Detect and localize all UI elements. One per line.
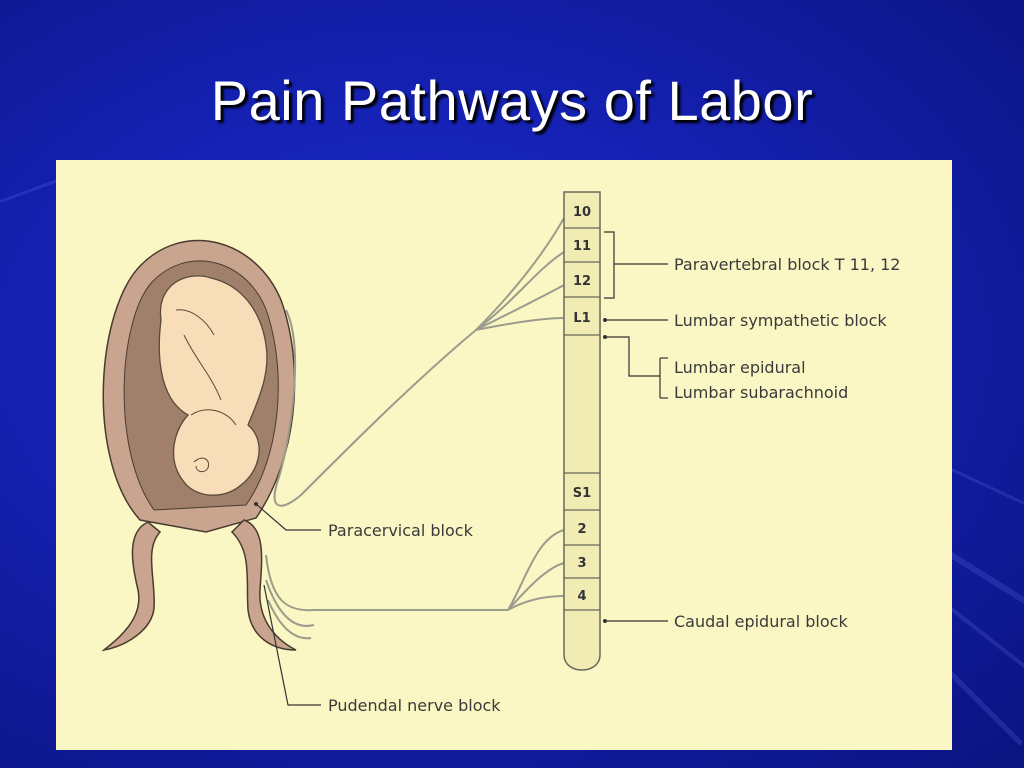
slide-title: Pain Pathways of Labor	[210, 69, 814, 132]
segment-label-s3: 3	[577, 556, 586, 571]
segment-label-t11: 11	[573, 239, 591, 254]
diagram-panel: 10 11 12 L1 S1 2 3 4 Paravertebral block…	[56, 160, 952, 750]
segment-label-s2: 2	[577, 522, 586, 537]
leader-lines	[255, 231, 668, 706]
label-paravertebral-block: Paravertebral block T 11, 12	[674, 255, 900, 274]
spinal-column: 10 11 12 L1 S1 2 3 4	[563, 191, 601, 671]
segment-label-t10: 10	[573, 205, 591, 220]
segment-label-t12: 12	[573, 274, 591, 289]
segment-label-l1: L1	[573, 311, 590, 326]
segment-label-s4: 4	[577, 589, 586, 604]
label-lumbar-sympathetic-block: Lumbar sympathetic block	[674, 311, 887, 330]
pain-pathways-diagram: 10 11 12 L1 S1 2 3 4 Paravertebral block…	[101, 191, 900, 715]
segment-label-s1: S1	[573, 486, 591, 501]
nerve-pathways	[265, 217, 565, 640]
background-streak	[0, 179, 57, 203]
pointer-dots	[254, 318, 607, 623]
fetus-illustration	[158, 275, 268, 496]
label-paracervical-block: Paracervical block	[328, 521, 474, 540]
label-caudal-epidural-block: Caudal epidural block	[674, 612, 848, 631]
label-lumbar-subarachnoid: Lumbar subarachnoid	[674, 383, 848, 402]
label-lumbar-epidural: Lumbar epidural	[674, 358, 806, 377]
label-pudendal-nerve-block: Pudendal nerve block	[328, 696, 501, 715]
